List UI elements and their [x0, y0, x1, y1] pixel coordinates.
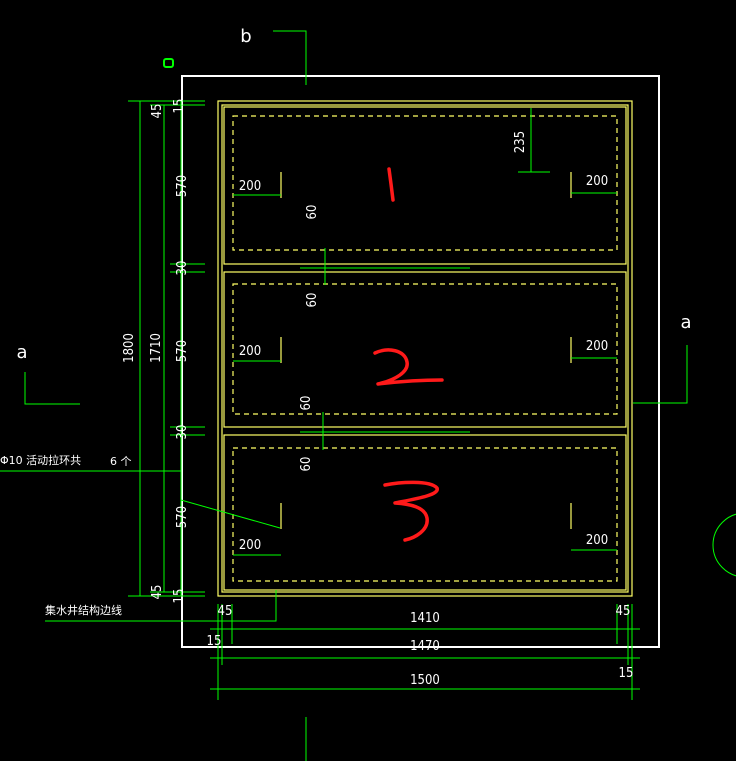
cover-frame-inner: [221, 104, 629, 593]
section-label-a-left: a: [16, 342, 27, 363]
dim-1410: 1410: [410, 611, 440, 626]
cover-frame-outer: [217, 100, 633, 597]
dim-left-45: 45: [218, 604, 233, 619]
well-line-note: 集水井结构边线: [45, 603, 122, 617]
section-label-b: b: [240, 26, 251, 47]
dim-30-2: 30: [175, 425, 190, 440]
panel-1-dims: [233, 108, 617, 285]
dim-right-45: 45: [616, 604, 631, 619]
ring-note-text: Φ10 活动拉环共: [0, 453, 81, 467]
p3-dim-60: 60: [299, 457, 314, 472]
dim-top-45: 45: [150, 104, 165, 119]
p3-dim-right-200: 200: [586, 533, 608, 548]
dim-left-15: 15: [207, 634, 222, 649]
ring-note-count: 6 个: [110, 455, 132, 468]
p2-dim-left-200: 200: [239, 344, 261, 359]
p2-dim-right-200: 200: [586, 339, 608, 354]
dim-570-1: 570: [175, 175, 190, 197]
dim-570-2: 570: [175, 340, 190, 362]
dim-1470: 1470: [410, 639, 440, 654]
section-marker-b: [273, 30, 307, 761]
hand-number-3: [383, 480, 439, 542]
hand-number-1: [387, 167, 395, 202]
partial-circle: [712, 513, 736, 577]
p2-dim-60-top: 60: [305, 293, 320, 308]
dim-bottom-45: 45: [150, 585, 165, 600]
well-line-leader: [45, 590, 277, 622]
panel-3-dims: [233, 549, 617, 556]
origin-marker: [163, 58, 174, 68]
hand-number-2: [373, 348, 444, 386]
cover-panel-1: [223, 106, 627, 265]
section-label-a-right: a: [680, 312, 691, 333]
well-structure-outline: [181, 75, 660, 648]
dim-top-15: 15: [172, 99, 187, 114]
horizontal-dimension-chain: [210, 604, 640, 700]
p2-dim-60-bottom: 60: [299, 396, 314, 411]
panel-2-dims: [233, 357, 617, 450]
dim-1500: 1500: [410, 673, 440, 688]
ring-note-leader: [0, 470, 281, 529]
p3-dim-left-200: 200: [239, 538, 261, 553]
p1-dim-left-200: 200: [239, 179, 261, 194]
p1-dim-right-200: 200: [586, 174, 608, 189]
dim-570-3: 570: [175, 506, 190, 528]
vertical-dimension-chain: [128, 100, 205, 597]
dim-1710: 1710: [149, 333, 164, 363]
dim-30-1: 30: [175, 261, 190, 276]
dim-right-15: 15: [619, 666, 634, 681]
cover-panel-2: [223, 271, 627, 428]
section-marker-a: [24, 345, 688, 405]
p1-dim-60: 60: [305, 205, 320, 220]
dim-bottom-15: 15: [172, 589, 187, 604]
dim-1800: 1800: [122, 333, 137, 363]
p1-dim-235: 235: [513, 131, 528, 153]
